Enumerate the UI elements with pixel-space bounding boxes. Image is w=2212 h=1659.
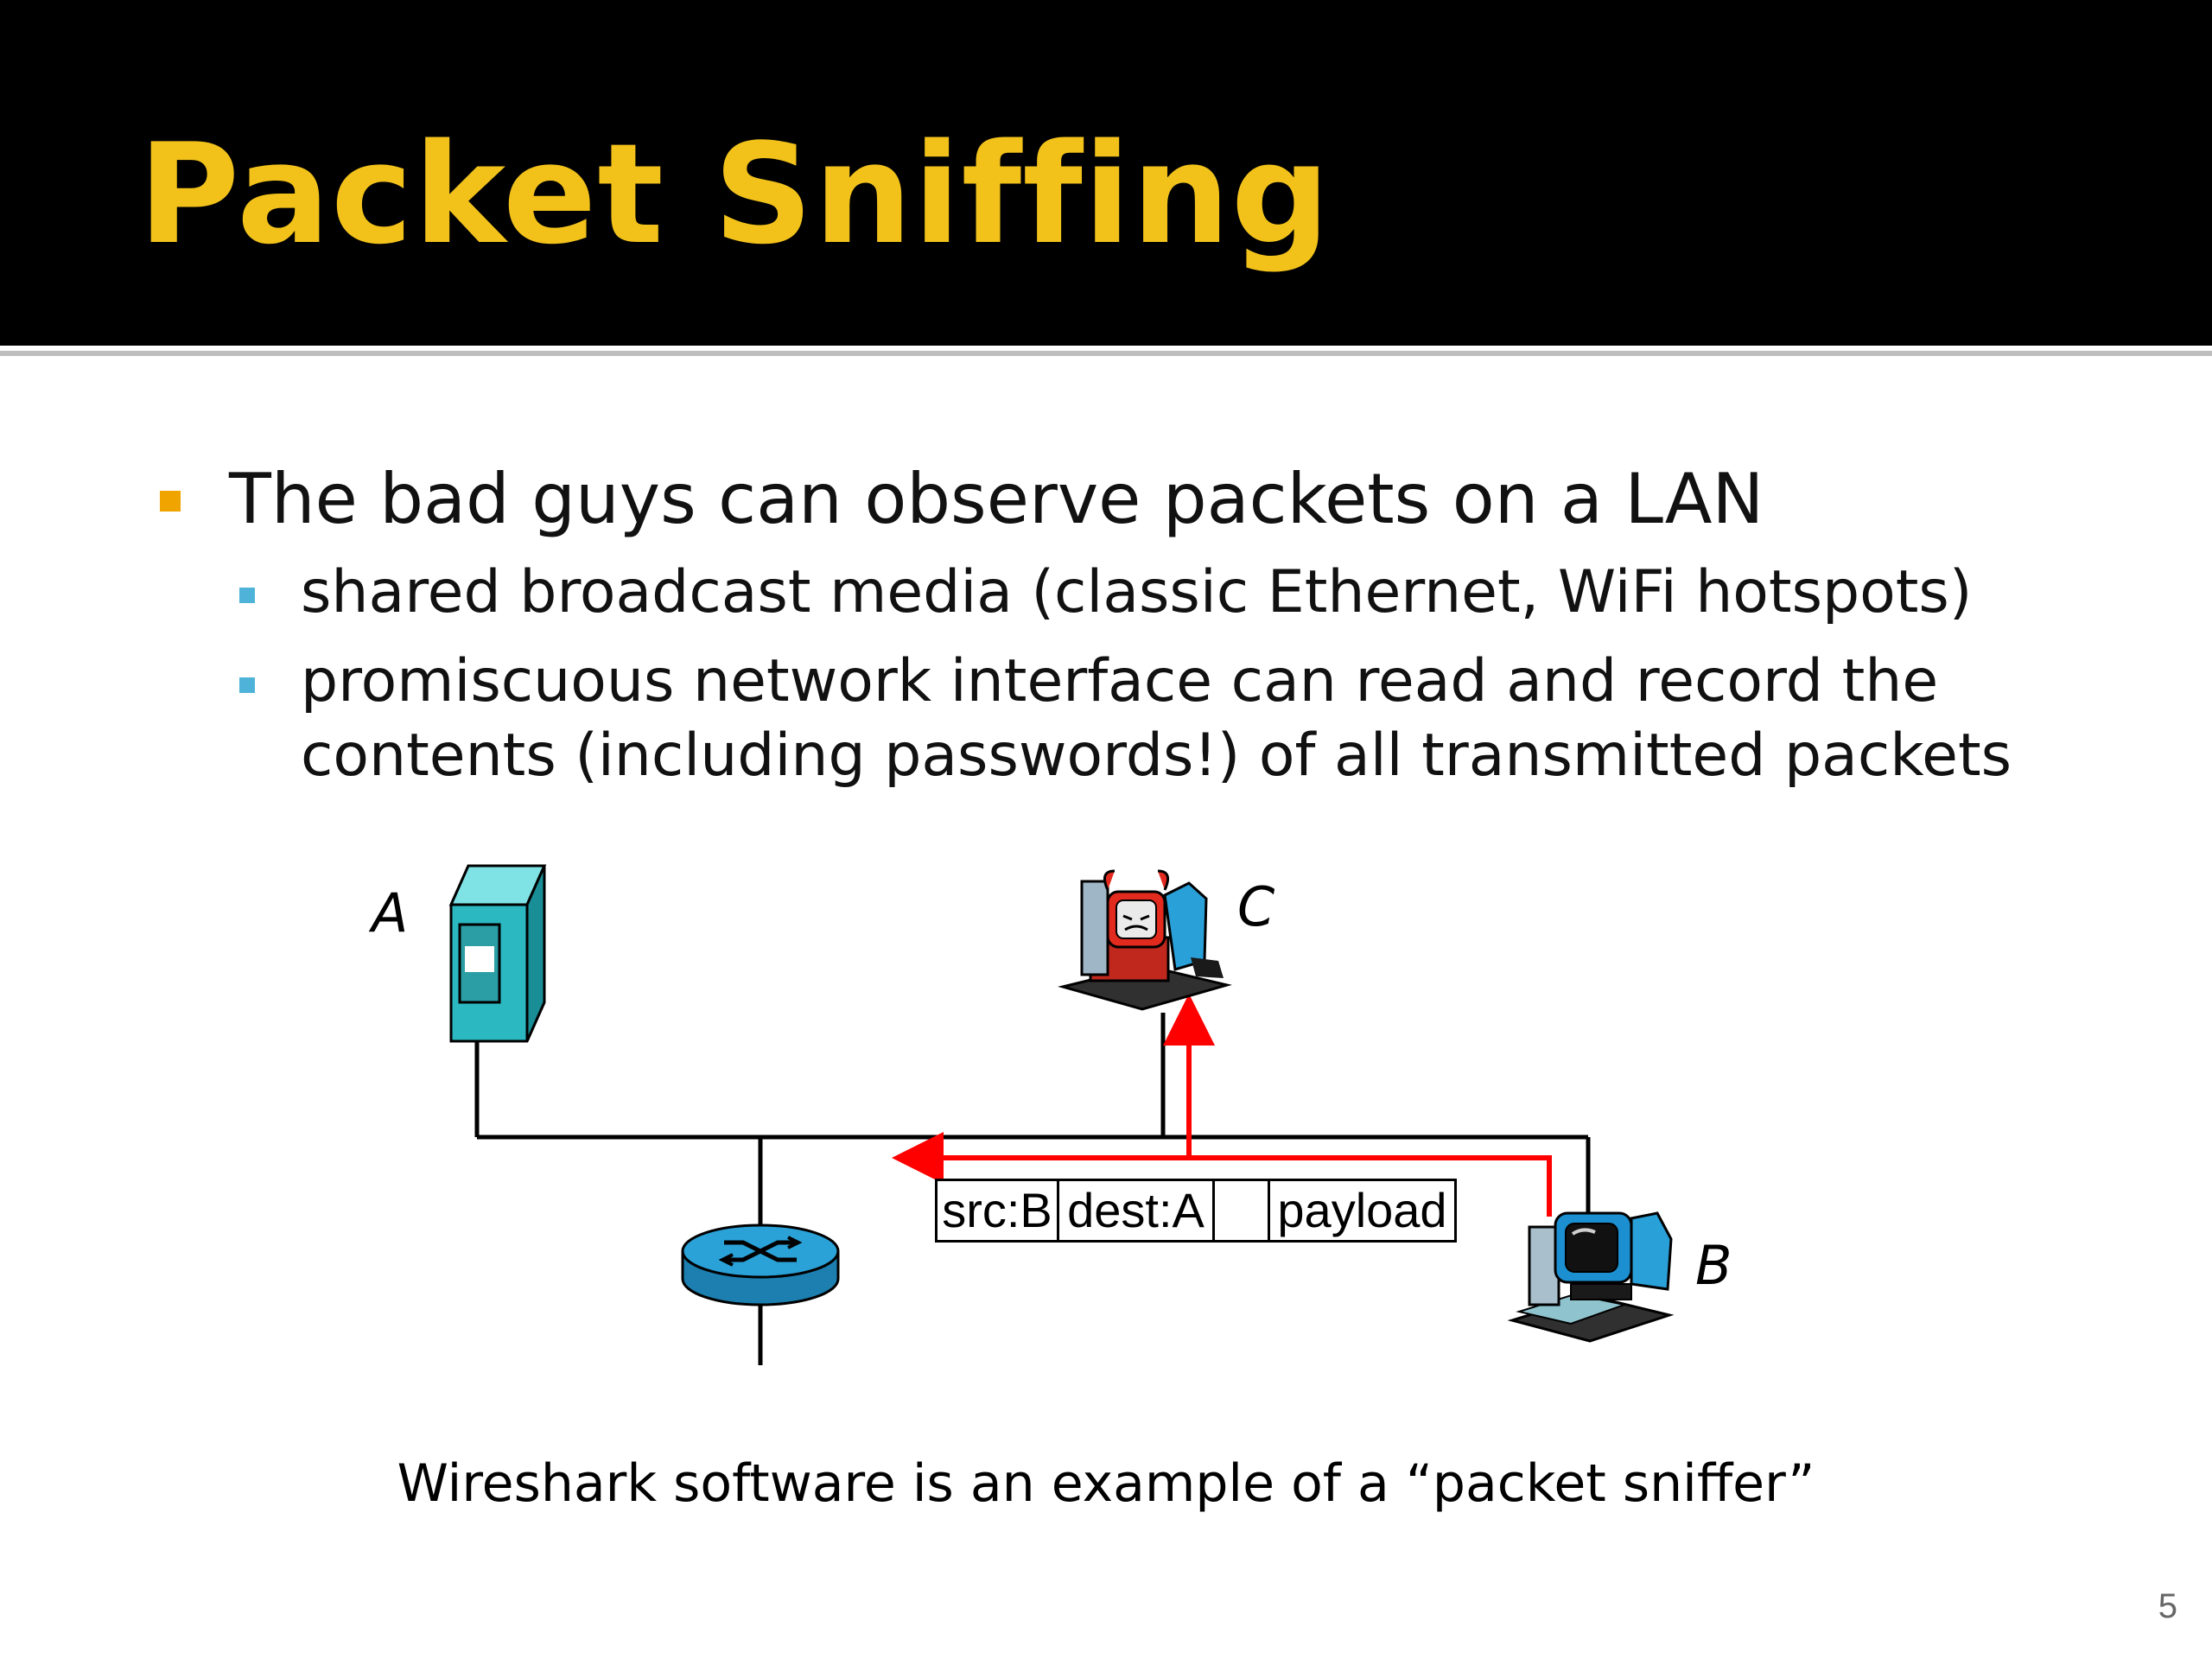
packet-field-dest: dest:A <box>1057 1179 1215 1243</box>
bullet-level2-text: promiscuous network interface can read a… <box>301 647 1939 715</box>
packet-field-blank <box>1212 1179 1270 1243</box>
desktop-computer-icon <box>1507 1211 1675 1343</box>
bullet-marker-level2 <box>239 588 255 603</box>
packet-field-src: src:B <box>935 1179 1059 1243</box>
slide-title: Packet Sniffing <box>138 113 1332 275</box>
bullet-level2-text-continued: contents (including passwords!) of all t… <box>301 721 2012 790</box>
node-label-c: C <box>1237 875 1275 938</box>
slide-number: 5 <box>2158 1587 2177 1625</box>
bullet-marker-level2 <box>239 677 255 693</box>
bullet-marker-level1 <box>160 491 181 512</box>
bullet-level1-text: The bad guys can observe packets on a LA… <box>229 459 1764 539</box>
diagram-caption: Wireshark software is an example of a “p… <box>397 1453 1815 1514</box>
server-tower-icon <box>448 864 547 1043</box>
bullet-level2-text: shared broadcast media (classic Ethernet… <box>301 558 1973 626</box>
packet-field-payload: payload <box>1268 1179 1457 1243</box>
packet-path-to-a <box>892 1132 1552 1217</box>
router-icon <box>681 1224 840 1306</box>
node-label-b: B <box>1695 1234 1732 1297</box>
sniff-path <box>892 994 1552 1217</box>
title-divider <box>0 351 2212 356</box>
node-label-a: A <box>372 881 409 944</box>
title-band: Packet Sniffing <box>0 0 2212 346</box>
attacker-computer-icon <box>1058 869 1232 1011</box>
